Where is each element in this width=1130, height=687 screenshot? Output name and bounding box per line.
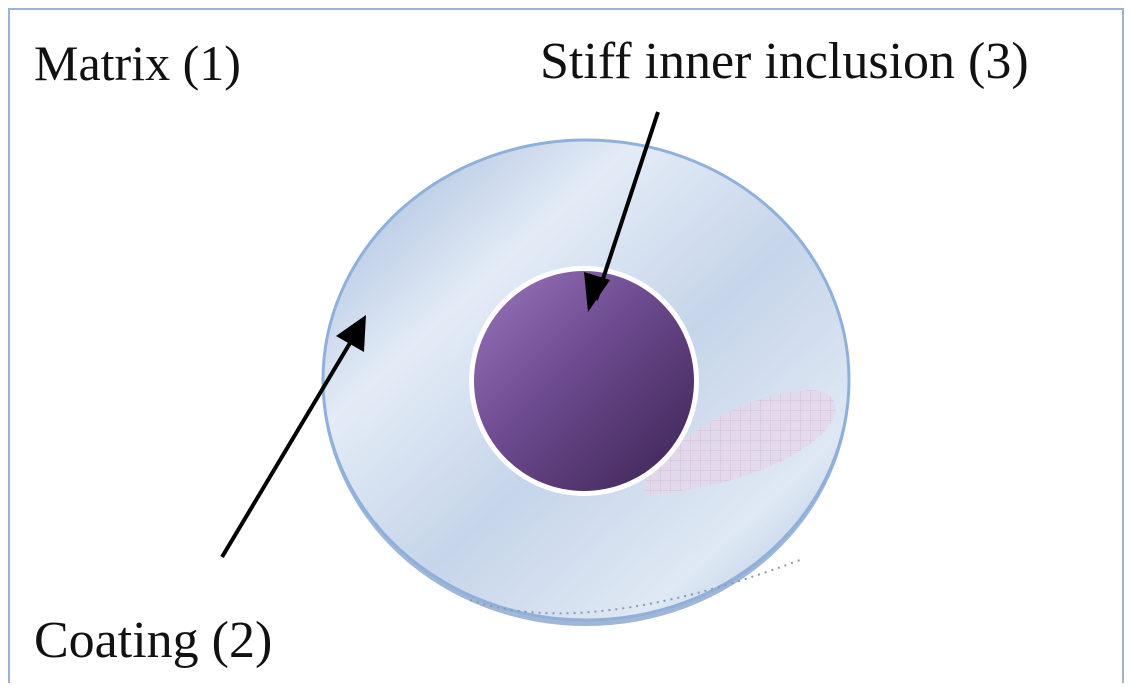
matrix-label: Matrix (1) xyxy=(34,35,241,91)
shadow-region xyxy=(645,390,836,495)
coating-label: Coating (2) xyxy=(34,612,273,669)
coating-arrow xyxy=(220,315,366,559)
inner-inclusion xyxy=(469,266,699,496)
inclusion-label: Stiff inner inclusion (3) xyxy=(540,33,1029,90)
figure-frame xyxy=(8,8,1124,683)
inclusion-arrow xyxy=(584,111,660,312)
